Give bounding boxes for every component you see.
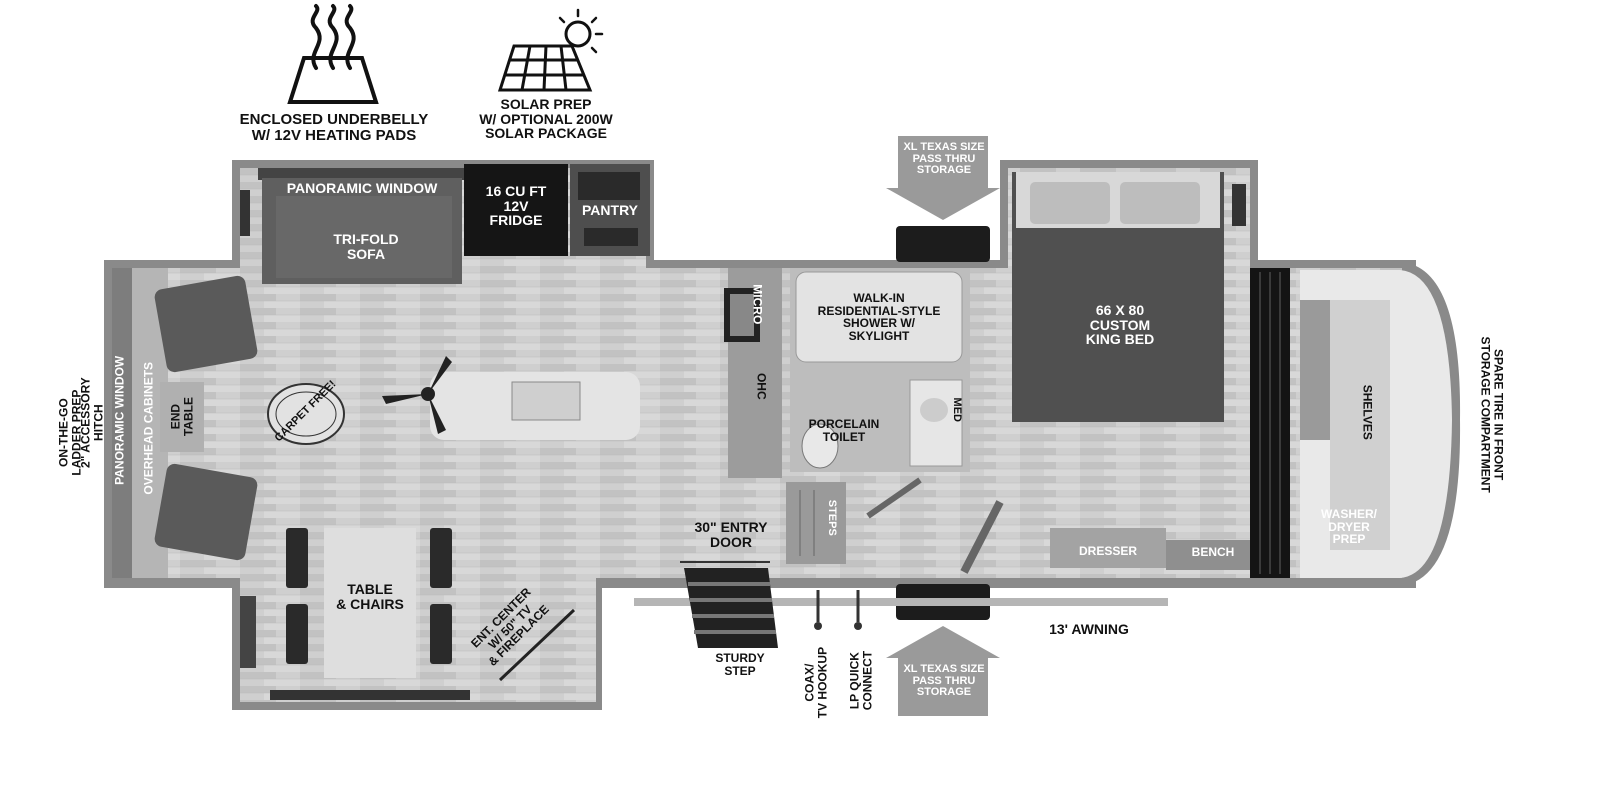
storage-top-compartment xyxy=(896,226,990,262)
shower xyxy=(795,271,963,363)
storage-arrow-down xyxy=(886,136,1000,220)
med-label: MED xyxy=(950,397,963,422)
entry-door-label: 30" ENTRY DOOR xyxy=(694,519,768,550)
washer-dryer-label: WASHER/ DRYER PREP xyxy=(1320,507,1377,547)
underbelly-label: ENCLOSED UNDERBELLY W/ 12V HEATING PADS xyxy=(239,111,429,144)
storage-arrow-up xyxy=(886,626,1000,716)
dresser-shape xyxy=(1050,528,1166,568)
end-table-label: END TABLE xyxy=(168,397,195,437)
end-table-shape xyxy=(160,382,204,452)
shelves-label: SHELVES xyxy=(1360,384,1375,440)
pillow-left xyxy=(1030,182,1110,224)
table-label: TABLE & CHAIRS xyxy=(336,581,404,612)
bed-label: 66 X 80 CUSTOM KING BED xyxy=(1085,302,1155,348)
ohc-label: OHC xyxy=(754,372,769,400)
spare-tire-label: SPARE TIRE IN FRONT STORAGE COMPARTMENT xyxy=(1479,336,1506,493)
dinette-table xyxy=(324,528,416,678)
fridge-label: 16 CU FT 12V FRIDGE xyxy=(485,183,547,229)
storage-bottom-label: XL TEXAS SIZE PASS THRU STORAGE xyxy=(903,663,985,699)
steps-label: STEPS xyxy=(825,499,838,536)
recliner-chair-top xyxy=(154,275,258,373)
sturdy-step-label: STURDY STEP xyxy=(715,651,765,678)
toilet xyxy=(801,423,839,469)
heat-waves-icon xyxy=(287,4,379,104)
bench-shape xyxy=(1166,540,1258,570)
solar-panel-icon xyxy=(497,8,604,92)
pantry-label: PANTRY xyxy=(582,202,638,218)
solar-label: SOLAR PREP W/ OPTIONAL 200W SOLAR PACKAG… xyxy=(479,96,613,142)
shelves-shape xyxy=(1330,300,1390,550)
bench-label: BENCH xyxy=(1191,545,1235,559)
dinette-chairs xyxy=(286,528,452,664)
panoramic-window-top-label: PANORAMIC WINDOW xyxy=(286,180,438,196)
steps-shape xyxy=(786,482,846,564)
micro-label: MICRO xyxy=(750,284,765,325)
shower-label: WALK-IN RESIDENTIAL-STYLE SHOWER W/ SKYL… xyxy=(817,291,941,343)
ceiling-fan xyxy=(382,356,452,434)
panoramic-window-left-label: PANORAMIC WINDOW xyxy=(112,355,127,485)
recliner-chair-bottom xyxy=(154,463,258,561)
med-cabinet xyxy=(909,379,963,467)
sofa-label: TRI-FOLD SOFA xyxy=(333,231,399,262)
lp-connect-label: LP QUICK CONNECT xyxy=(847,650,874,711)
coax-label: COAX/ TV HOOKUP xyxy=(802,646,829,719)
fridge-shape xyxy=(464,164,568,256)
overhead-cabinets-label: OVERHEAD CABINETS xyxy=(141,361,156,495)
dresser-label: DRESSER xyxy=(1078,544,1137,558)
ladder-prep-label: ON-THE-GO LADDER PREP xyxy=(56,389,83,476)
carpet-free-stamp xyxy=(267,383,345,445)
pillow-right xyxy=(1120,182,1200,224)
entry-steps xyxy=(684,568,778,648)
storage-top-label: XL TEXAS SIZE PASS THRU STORAGE xyxy=(903,141,985,177)
awning-bar xyxy=(634,598,1168,606)
awning-label: 13' AWNING xyxy=(1049,621,1129,637)
toilet-label: PORCELAIN TOILET xyxy=(808,417,880,444)
overhead-cabinets-shape xyxy=(112,268,132,578)
hitch-label: 2" ACCESSORY HITCH xyxy=(78,377,105,469)
